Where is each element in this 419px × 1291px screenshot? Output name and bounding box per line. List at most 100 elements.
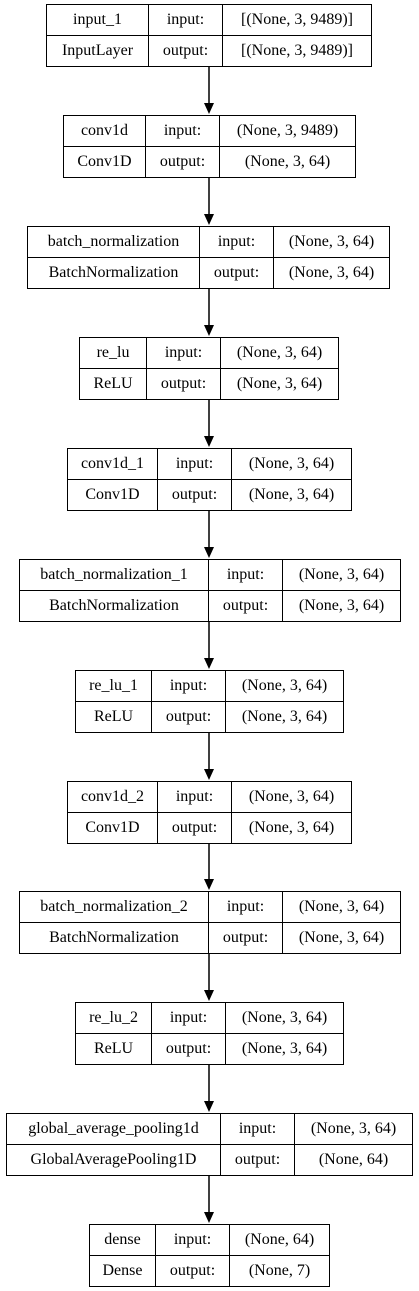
edge-arrow — [204, 622, 214, 669]
input-shape: (None, 3, 9489) — [220, 116, 355, 147]
layer-type: Dense — [90, 1255, 156, 1286]
input-shape: (None, 3, 64) — [274, 227, 389, 258]
arrowhead-icon — [204, 214, 214, 225]
input-label: input: — [156, 1225, 230, 1256]
layer-name: re_lu — [80, 338, 147, 369]
output-shape: (None, 3, 64) — [241, 1039, 328, 1057]
layer-type: Conv1D — [68, 479, 158, 510]
layer-name: re_lu_1 — [76, 671, 152, 702]
input-label: input: — [209, 892, 283, 923]
layer-name: batch_normalization_1 — [20, 560, 209, 591]
output-label: output: — [209, 922, 283, 953]
input-shape: (None, 64) — [230, 1225, 329, 1256]
output-label: output: — [152, 1033, 226, 1064]
input-label: input: — [146, 116, 220, 147]
layer-type: Conv1D — [64, 146, 146, 177]
arrowhead-icon — [204, 879, 214, 890]
layer-type: BatchNormalization — [28, 257, 200, 288]
input-label: input: — [152, 671, 226, 702]
arrowhead-icon — [204, 769, 214, 780]
layer-type: ReLU — [76, 1033, 152, 1064]
edge-arrow — [204, 733, 214, 780]
edge-arrow — [204, 400, 214, 447]
output-shape: (None, 3, 64) — [241, 707, 328, 725]
input-shape: (None, 3, 64) — [283, 560, 400, 591]
arrowhead-icon — [204, 547, 214, 558]
layer-type: BatchNormalization — [20, 590, 209, 621]
output-label: output: — [158, 479, 232, 510]
layer-name: input_1 — [47, 5, 149, 36]
input-label: input: — [209, 560, 283, 591]
edge-arrow — [204, 289, 214, 336]
input-label: input: — [147, 338, 221, 369]
layer-name: batch_normalization — [28, 227, 200, 258]
arrowhead-icon — [204, 658, 214, 669]
layer-name: conv1d_1 — [68, 449, 158, 480]
input-shape: (None, 3, 64) — [295, 1114, 412, 1145]
input-shape: (None, 3, 64) — [232, 782, 351, 813]
output-label: output: — [149, 35, 223, 66]
output-label: output: — [158, 812, 232, 843]
layer-name: global_average_pooling1d — [7, 1114, 221, 1145]
layer-name: conv1d — [64, 116, 146, 147]
output-label: output: — [152, 701, 226, 732]
input-shape: (None, 3, 64) — [283, 892, 400, 923]
input-shape: (None, 3, 64) — [221, 338, 338, 369]
input-shape: [(None, 3, 9489)] — [223, 5, 371, 36]
arrowhead-icon — [204, 1212, 214, 1223]
layer-name: batch_normalization_2 — [20, 892, 209, 923]
arrowhead-icon — [204, 325, 214, 336]
output-label: output: — [147, 368, 221, 399]
output-shape: (None, 3, 64) — [248, 818, 335, 836]
output-shape: (None, 3, 64) — [236, 374, 323, 392]
output-label: output: — [146, 146, 220, 177]
edge-arrow — [204, 511, 214, 558]
output-label: output: — [200, 257, 274, 288]
input-label: input: — [221, 1114, 295, 1145]
layer-name: re_lu_2 — [76, 1003, 152, 1034]
output-shape: (None, 7) — [248, 1261, 311, 1279]
output-shape: (None, 3, 64) — [298, 928, 385, 946]
layer-type: ReLU — [76, 701, 152, 732]
layer-type: BatchNormalization — [20, 922, 209, 953]
output-label: output: — [221, 1144, 295, 1175]
input-label: input: — [152, 1003, 226, 1034]
layer-name: conv1d_2 — [68, 782, 158, 813]
arrowhead-icon — [204, 103, 214, 114]
output-shape: [(None, 3, 9489)] — [241, 41, 353, 59]
output-shape: (None, 3, 64) — [244, 152, 331, 170]
output-label: output: — [156, 1255, 230, 1286]
input-label: input: — [149, 5, 223, 36]
input-shape: (None, 3, 64) — [226, 1003, 343, 1034]
output-shape: (None, 3, 64) — [298, 596, 385, 614]
layer-type: Conv1D — [68, 812, 158, 843]
input-label: input: — [158, 782, 232, 813]
layer-type: ReLU — [80, 368, 147, 399]
input-shape: (None, 3, 64) — [226, 671, 343, 702]
edge-arrow — [204, 1065, 214, 1112]
edge-arrow — [204, 1176, 214, 1223]
input-label: input: — [200, 227, 274, 258]
output-label: output: — [209, 590, 283, 621]
output-shape: (None, 64) — [318, 1150, 389, 1168]
layer-type: InputLayer — [47, 35, 149, 66]
edge-arrow — [204, 178, 214, 225]
edge-arrow — [204, 844, 214, 890]
output-shape: (None, 3, 64) — [248, 485, 335, 503]
edge-arrow — [204, 67, 214, 114]
arrowhead-icon — [204, 1101, 214, 1112]
input-shape: (None, 3, 64) — [232, 449, 351, 480]
